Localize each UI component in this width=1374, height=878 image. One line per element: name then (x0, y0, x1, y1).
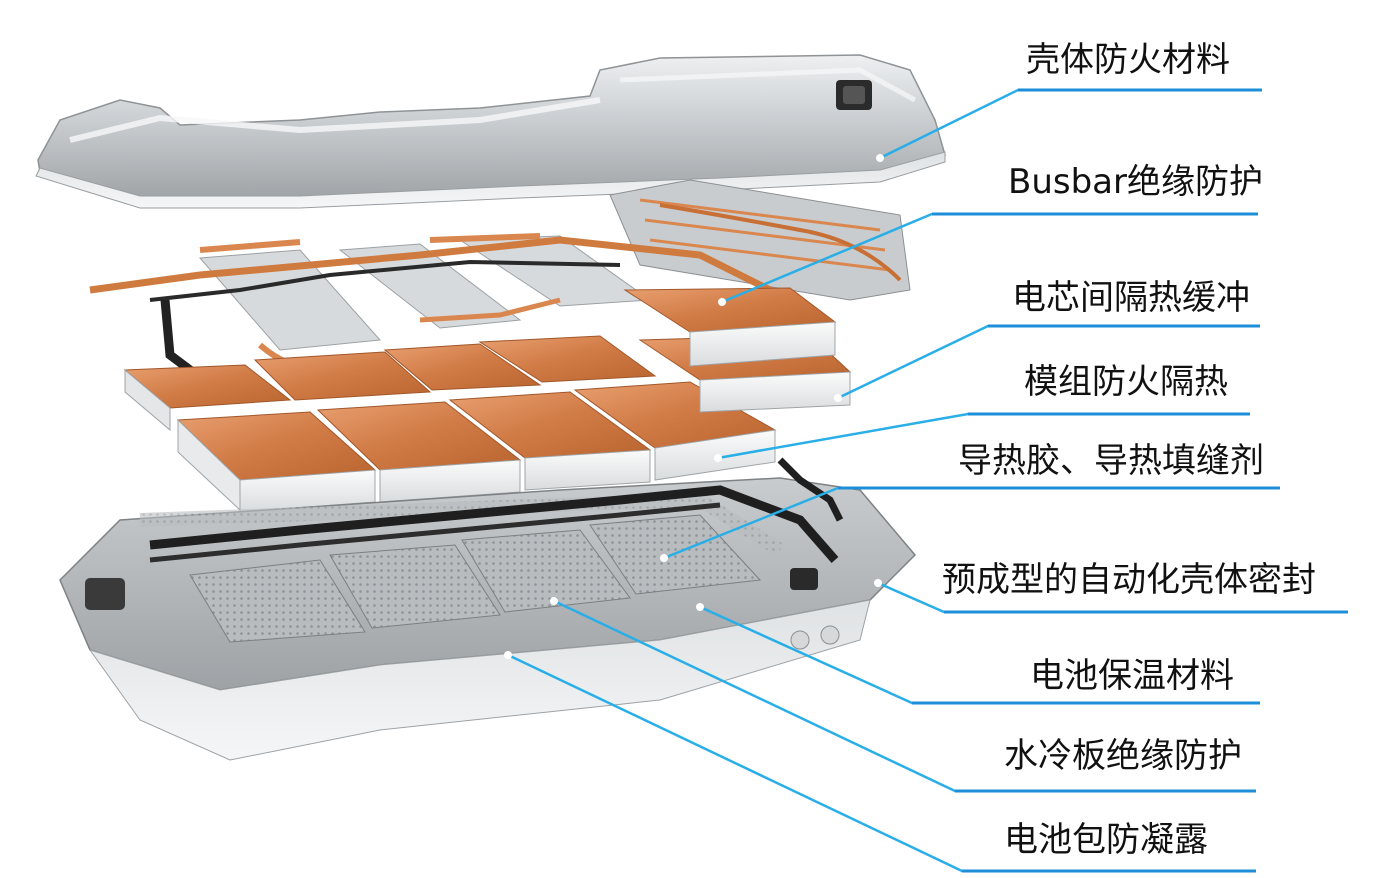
leader-anchor-housing-fireproof (876, 154, 884, 162)
label-housing-fireproof: 壳体防火材料 (1026, 40, 1230, 80)
label-battery-insulation: 电池保温材料 (1030, 656, 1234, 696)
top-housing (35, 54, 946, 209)
bottom-tray (59, 457, 917, 761)
leader-lines (504, 88, 1348, 873)
leader-anchor-coldplate-insulation (550, 597, 558, 605)
label-thermal-adhesive: 导热胶、导热填缝剂 (958, 441, 1264, 481)
cell-modules (123, 287, 852, 513)
leader-anchor-busbar-insulation (718, 298, 726, 306)
leader-anchor-module-fireproof (714, 454, 722, 462)
label-housing-seal: 预成型的自动化壳体密封 (942, 560, 1316, 600)
label-module-fireproof: 模组防火隔热 (1024, 362, 1228, 402)
busbar-harness (89, 179, 911, 389)
label-busbar-insulation: Busbar绝缘防护 (1008, 162, 1263, 202)
leader-anchor-housing-seal (874, 579, 882, 587)
leader-anchor-thermal-adhesive (660, 554, 668, 562)
label-coldplate-insulation: 水冷板绝缘防护 (1004, 736, 1242, 776)
leader-anchor-cell-insulation-buffer (834, 394, 842, 402)
label-cell-insulation-buffer: 电芯间隔热缓冲 (1012, 278, 1250, 318)
leader-anchor-anti-condensation (504, 651, 512, 659)
label-anti-condensation: 电池包防凝露 (1004, 820, 1208, 860)
leader-anchor-battery-insulation (696, 603, 704, 611)
